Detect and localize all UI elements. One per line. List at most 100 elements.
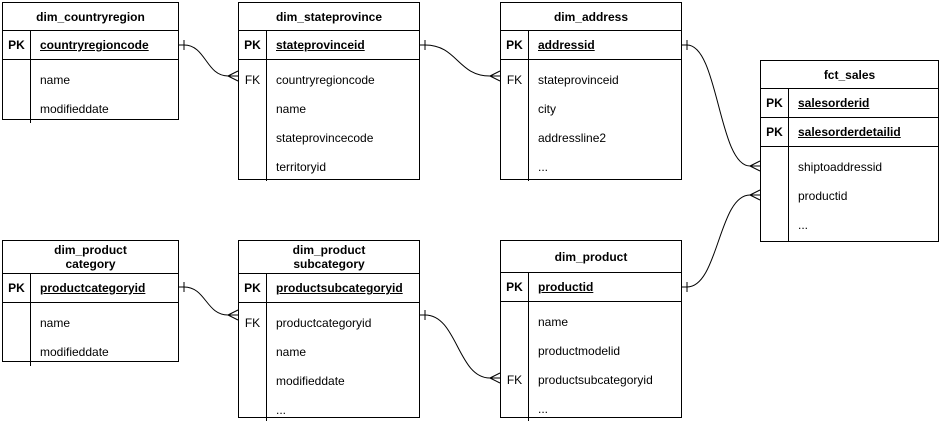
key-tag: PK [761, 118, 789, 146]
attribute-row[interactable]: name [538, 314, 569, 329]
attribute-row[interactable]: ... [538, 401, 549, 416]
key-name: productsubcategoryid [276, 281, 403, 295]
key-tag: PK [761, 89, 789, 117]
key-name: salesorderid [798, 96, 870, 110]
attribute-list: name modifieddate [31, 60, 178, 123]
cardinality-many-crowfoot [749, 160, 761, 172]
key-name: stateprovinceid [276, 38, 365, 52]
relationship-countryregion-to-stateprovince[interactable] [179, 40, 239, 82]
entity-title-text: dim_stateprovince [275, 9, 383, 24]
attribute-row[interactable]: name [40, 315, 71, 330]
cardinality-one-tick [420, 310, 426, 320]
attribute-block: FK stateprovinceid city addressline2... [501, 60, 681, 181]
attribute-row[interactable]: city [538, 101, 556, 116]
relationship-product-to-sales[interactable] [682, 189, 761, 292]
attribute-row[interactable]: modifieddate [40, 101, 109, 116]
key-tag: PK [501, 31, 529, 59]
entity-title: dim_address [501, 3, 681, 31]
attribute-row[interactable]: name [40, 72, 71, 87]
cardinality-one-tick [682, 40, 688, 50]
cardinality-many-crowfoot [489, 70, 501, 82]
key-row[interactable]: PK productid [501, 273, 681, 302]
cardinality-many-crowfoot [489, 372, 501, 384]
foreign-key-tag-column [3, 60, 31, 123]
entity-title-text: dim_address [553, 9, 629, 24]
key-tag: PK [3, 274, 31, 302]
attribute-list: countryregioncode name stateprovincecode te… [267, 60, 419, 181]
key-row[interactable]: PK productcategoryid [3, 274, 178, 303]
attribute-row[interactable]: name [276, 344, 307, 359]
attribute-row[interactable]: productsubcategoryid [538, 372, 653, 387]
attribute-block: name modifieddate [3, 303, 178, 366]
entity-title: dim_product [501, 241, 681, 273]
attribute-row[interactable]: shiptoaddressid [798, 159, 883, 174]
foreign-key-tag-column: FK [501, 302, 529, 421]
attribute-row[interactable]: addressline2 [538, 130, 607, 145]
attribute-block: FK name productmodelid productsubcategoryid… [501, 302, 681, 421]
attribute-row[interactable]: ... [798, 217, 809, 232]
attribute-block: name modifieddate [3, 60, 178, 123]
cardinality-one-tick [179, 282, 185, 292]
attribute-block: FK productcategoryid name modifieddate... [239, 303, 419, 421]
key-name: addressid [538, 38, 595, 52]
cardinality-one-tick [420, 40, 426, 50]
key-tag: PK [239, 31, 267, 59]
foreign-key-tag: FK [244, 315, 261, 330]
key-row[interactable]: PK addressid [501, 31, 681, 60]
key-row[interactable]: PK salesorderid [761, 89, 938, 118]
entity-title-text: dim_countryregion [36, 9, 145, 24]
attribute-row[interactable]: stateprovincecode [276, 130, 374, 145]
attribute-list: name modifieddate [31, 303, 178, 366]
cardinality-one-tick [682, 282, 688, 292]
entity-title-text: dim_product category [54, 243, 127, 271]
key-row[interactable]: PK productsubcategoryid [239, 274, 419, 303]
entity-title: dim_stateprovince [239, 3, 419, 31]
foreign-key-tag-column: FK [501, 60, 529, 181]
cardinality-many-crowfoot [227, 309, 239, 321]
attribute-row[interactable]: modifieddate [276, 373, 345, 388]
attribute-list: productcategoryid name modifieddate... [267, 303, 419, 421]
relationship-subcategory-to-product[interactable] [420, 310, 501, 384]
attribute-row[interactable]: ... [538, 159, 549, 174]
entity-title: dim_product category [3, 241, 178, 274]
relationship-stateprovince-to-address[interactable] [420, 40, 501, 82]
attribute-row[interactable]: modifieddate [40, 344, 109, 359]
foreign-key-tag: FK [506, 72, 523, 87]
attribute-row[interactable]: name [276, 101, 307, 116]
foreign-key-tag-column [761, 147, 789, 241]
entity-title-text: fct_sales [823, 67, 876, 82]
cardinality-one-tick [179, 40, 185, 50]
key-tag: PK [501, 273, 529, 301]
relationship-productcategory-to-subcategory[interactable] [179, 282, 239, 321]
attribute-row[interactable]: productcategoryid [276, 315, 372, 330]
foreign-key-tag: FK [506, 372, 523, 387]
attribute-row[interactable]: territoryid [276, 159, 327, 174]
key-name: productcategoryid [40, 281, 146, 295]
attribute-row[interactable]: productid [798, 188, 848, 203]
attribute-row[interactable]: ... [276, 402, 287, 417]
key-name: countryregioncode [40, 38, 149, 52]
foreign-key-tag: FK [244, 72, 261, 87]
entity-title-text: dim_product subcategory [292, 243, 366, 271]
attribute-row[interactable]: stateprovinceid [538, 72, 619, 87]
attribute-row[interactable]: countryregioncode [276, 72, 375, 87]
cardinality-many-crowfoot [227, 70, 239, 82]
foreign-key-tag-column [3, 303, 31, 366]
attribute-row[interactable]: productmodelid [538, 343, 621, 358]
relationship-address-to-sales[interactable] [682, 40, 761, 172]
key-tag: PK [239, 274, 267, 302]
entity-title: dim_product subcategory [239, 241, 419, 274]
key-name: productid [538, 280, 594, 294]
entity-title: fct_sales [761, 61, 938, 89]
key-row[interactable]: PK stateprovinceid [239, 31, 419, 60]
